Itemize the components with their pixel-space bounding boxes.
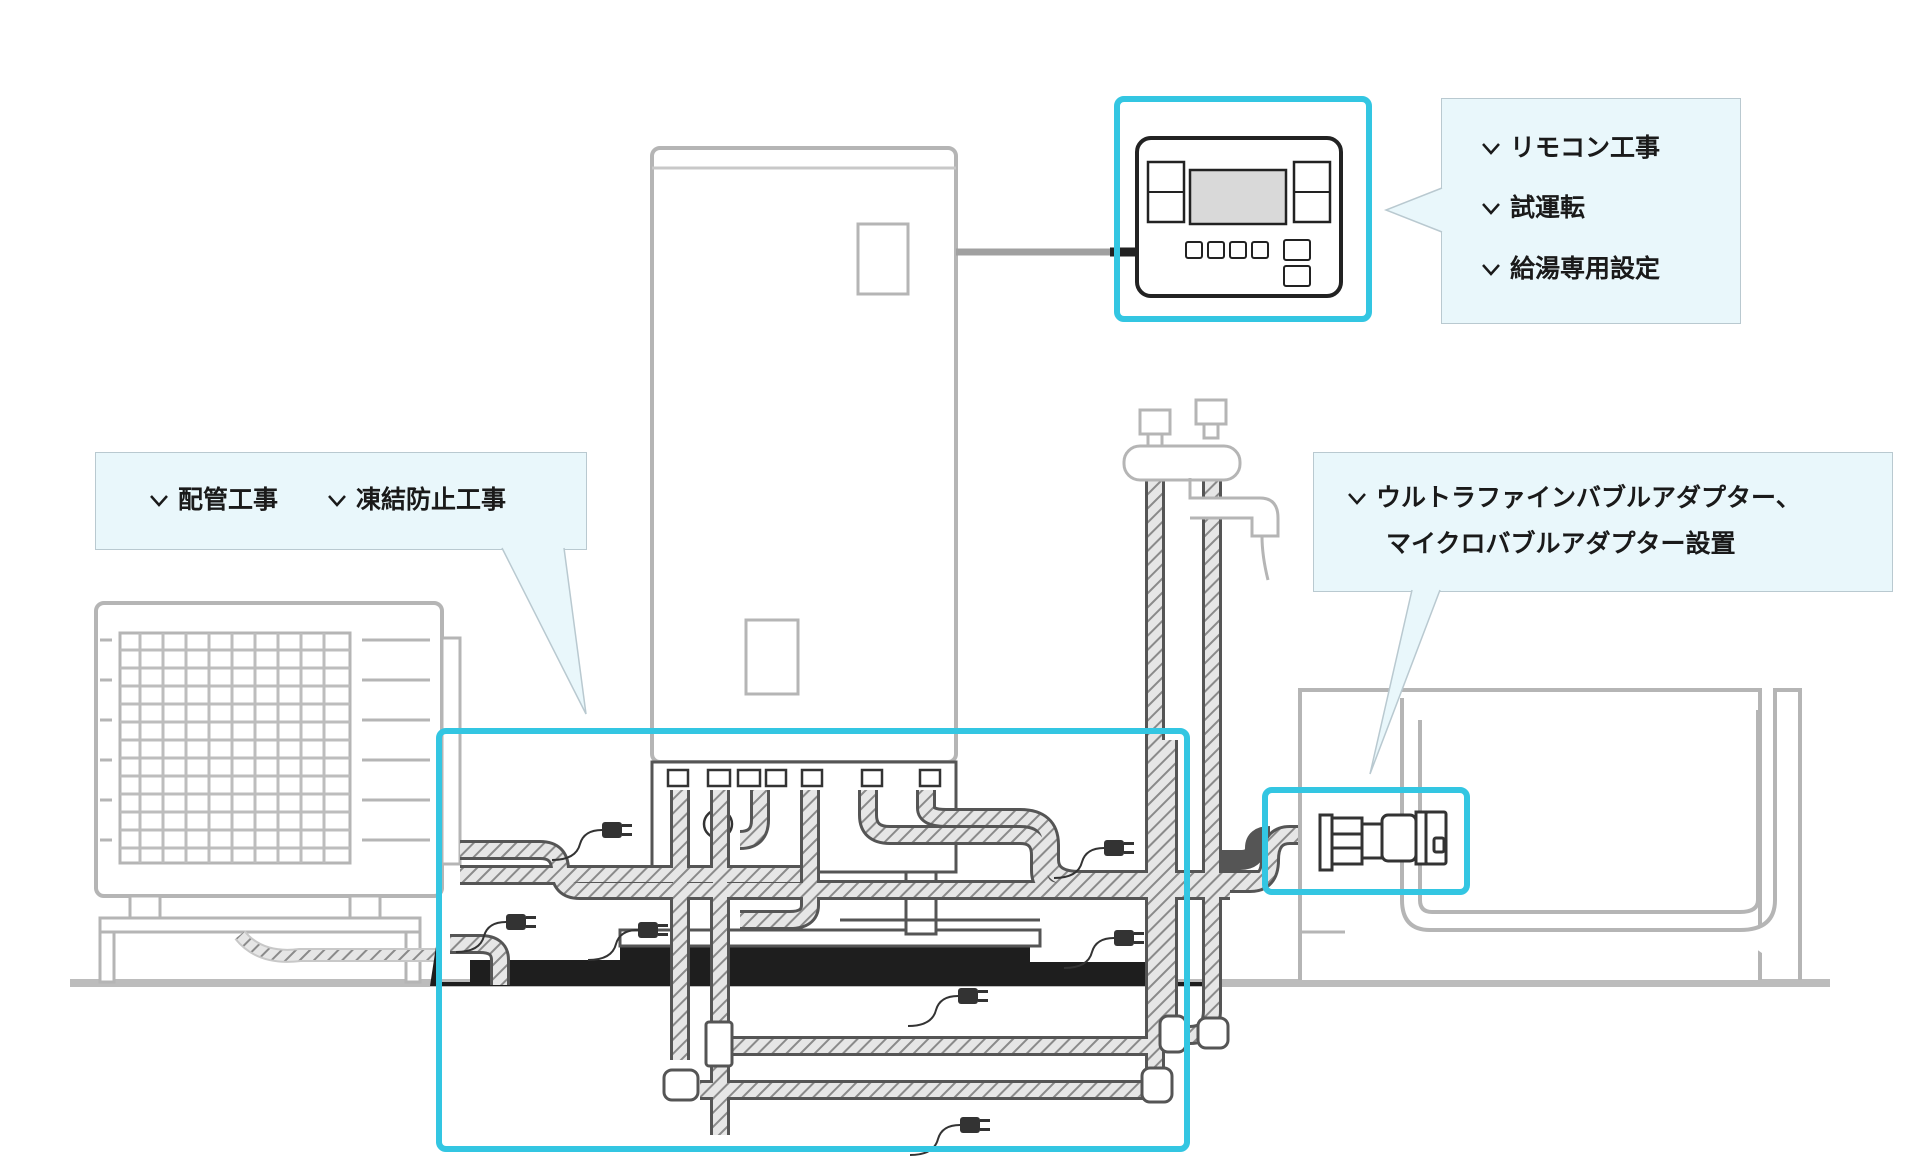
callout-piping: 配管工事 凍結防止工事 <box>95 452 587 550</box>
callout-tail <box>501 547 587 715</box>
callout-item-label: リモコン工事 <box>1510 133 1661 162</box>
callout-item: 配管工事 <box>150 485 278 515</box>
bathtub-icon <box>1298 688 1802 980</box>
remote-controller-icon <box>1135 136 1343 298</box>
callout-item-label: 試運転 <box>1510 193 1586 222</box>
callout-tail <box>1369 589 1441 775</box>
callout-item: ウルトラファインバブルアダプター、 <box>1348 483 1801 513</box>
callout-item-label: 凍結防止工事 <box>356 485 507 514</box>
highlight-remote <box>1114 96 1372 322</box>
callout-remote: リモコン工事 試運転 給湯専用設定 <box>1441 98 1741 324</box>
highlight-bubble-adapter <box>1262 787 1470 895</box>
pipes <box>450 460 1330 1135</box>
callout-item: 試運転 <box>1482 193 1585 223</box>
callout-bubble: ウルトラファインバブルアダプター、 マイクロバブルアダプター設置 <box>1313 452 1893 592</box>
check-chevron-icon <box>1482 203 1500 215</box>
check-chevron-icon <box>1348 493 1366 505</box>
callout-item: 凍結防止工事 <box>328 485 506 515</box>
check-chevron-icon <box>328 495 346 507</box>
water-tank-icon <box>650 146 958 764</box>
callout-item-label: 給湯専用設定 <box>1510 254 1661 283</box>
callout-item: 給湯専用設定 <box>1482 254 1660 284</box>
highlight-piping-area <box>436 728 1190 1152</box>
callout-item-label: 配管工事 <box>178 485 279 514</box>
callout-item-label: ウルトラファインバブルアダプター、 <box>1376 483 1801 512</box>
heat-pump-unit-icon <box>94 601 462 984</box>
callout-tail <box>1383 187 1443 233</box>
check-chevron-icon <box>150 495 168 507</box>
check-chevron-icon <box>1482 143 1500 155</box>
callout-item: リモコン工事 <box>1482 133 1660 163</box>
bubble-adapter <box>1318 810 1448 872</box>
faucet-icon <box>1122 398 1280 581</box>
callout-item-cont: マイクロバブルアダプター設置 <box>1386 529 1736 558</box>
check-chevron-icon <box>1482 264 1500 276</box>
foundation <box>430 920 1210 986</box>
